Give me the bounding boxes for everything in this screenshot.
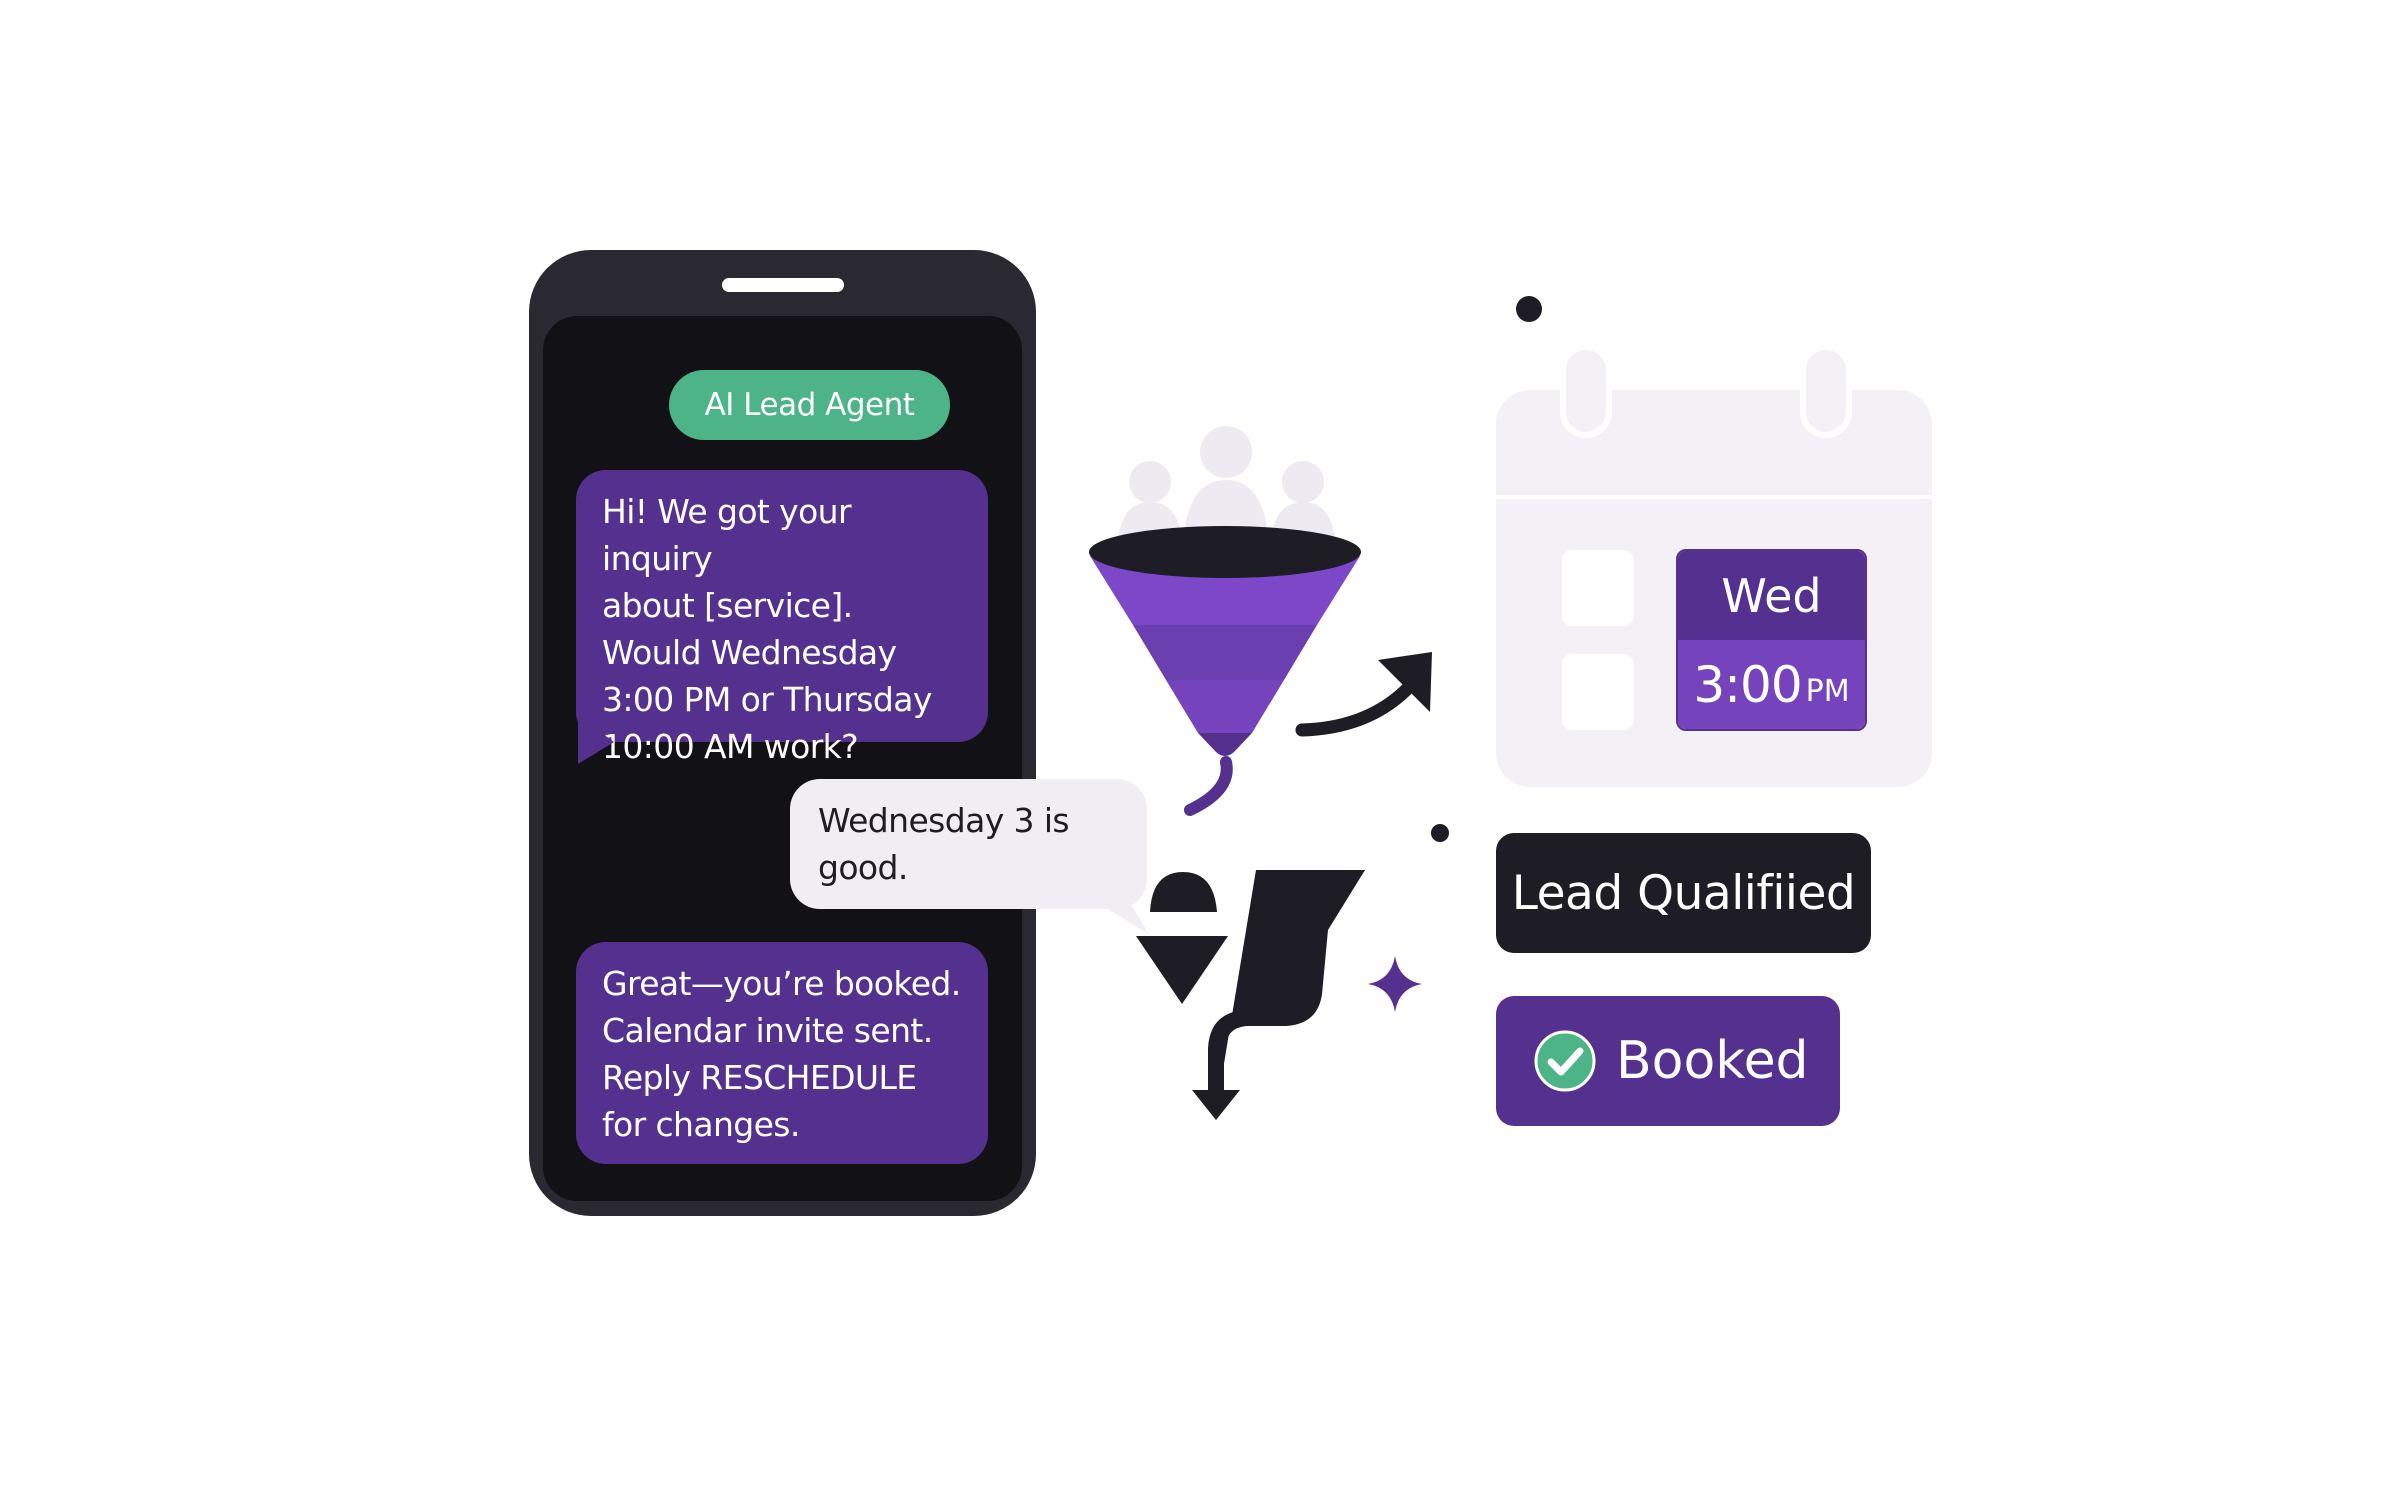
calendar-ring	[1800, 344, 1852, 438]
calendar-icon: Wed 3:00 PM	[1496, 344, 1932, 787]
message-text: Wednesday 3 is good.	[818, 801, 1070, 887]
calendar-empty-slot	[1562, 550, 1634, 626]
phone-speaker	[722, 278, 844, 292]
message-text: Great—you’re booked. Calendar invite sen…	[602, 964, 961, 1144]
calendar-day: Wed	[1678, 551, 1865, 640]
message-tail	[578, 716, 614, 764]
phone-screen: AI Lead Agent Hi! We got your inquiry ab…	[543, 316, 1149, 1201]
check-circle-icon	[1534, 1030, 1596, 1092]
calendar-booked-slot: Wed 3:00 PM	[1676, 549, 1867, 731]
calendar-empty-slot	[1562, 654, 1634, 730]
booked-badge: Booked	[1496, 996, 1840, 1126]
calendar-time: 3:00 PM	[1678, 640, 1865, 729]
phone-device: AI Lead Agent Hi! We got your inquiry ab…	[529, 250, 1149, 1216]
funnel-icon	[1089, 526, 1361, 816]
booked-label: Booked	[1616, 1031, 1809, 1091]
curved-arrow-icon	[1295, 652, 1432, 737]
calendar-time-ampm: PM	[1805, 674, 1850, 709]
branching-funnel-icon	[1136, 870, 1365, 1120]
ai-lead-agent-badge: AI Lead Agent	[669, 370, 950, 440]
decorative-dot	[1516, 296, 1542, 322]
calendar-divider	[1496, 495, 1932, 499]
message-agent-offer: Hi! We got your inquiry about [service].…	[576, 470, 988, 766]
message-customer-reply: Wednesday 3 is good.	[790, 779, 1147, 909]
calendar-time-value: 3:00	[1693, 655, 1802, 714]
decorative-dot	[1431, 824, 1449, 842]
calendar-ring	[1560, 344, 1612, 438]
message-tail	[1109, 876, 1149, 934]
message-agent-confirmation: Great—you’re booked. Calendar invite sen…	[576, 942, 988, 1164]
sparkle-icon	[1368, 956, 1422, 1012]
people-group-icon	[1118, 426, 1335, 540]
message-text: Hi! We got your inquiry about [service].…	[602, 492, 932, 766]
lead-qualified-badge: Lead Qualifiied	[1496, 833, 1871, 953]
